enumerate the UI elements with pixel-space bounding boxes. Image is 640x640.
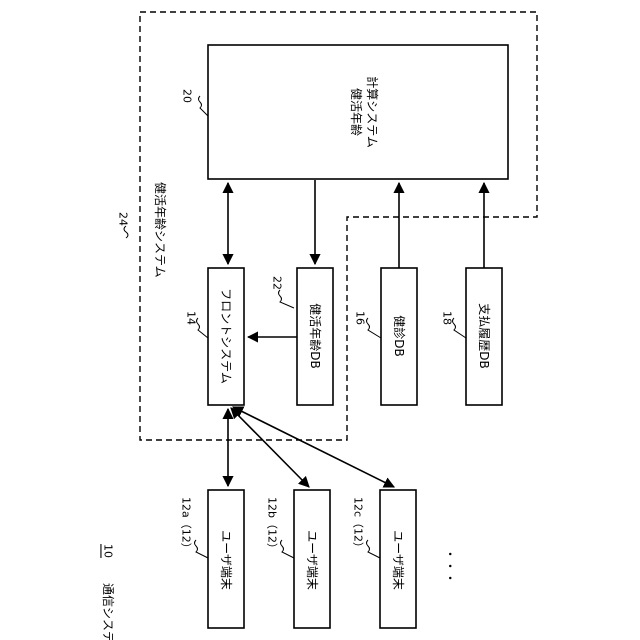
health-system-ref-leader bbox=[124, 226, 128, 238]
payment-db-ref-leader bbox=[453, 318, 467, 338]
health-age-db-label: 健活年齢DB bbox=[308, 303, 323, 368]
calc-system-ref-leader bbox=[199, 96, 209, 116]
calc-system-label-1: 健活年齢 bbox=[349, 88, 364, 136]
health-system-ref: 24 bbox=[117, 212, 130, 226]
communication-system-ref: 10 bbox=[102, 544, 115, 558]
health-age-db-ref-leader bbox=[279, 290, 295, 308]
user-terminal-a-label: ユーザ端末 bbox=[219, 530, 233, 590]
health-system-label: 健活年齢システム bbox=[153, 182, 168, 278]
user-terminal-c-ref-leader bbox=[367, 540, 381, 558]
user-terminal-c-ref: 12c（12） bbox=[352, 497, 365, 553]
user-terminal-b-ref-leader bbox=[281, 540, 295, 558]
calc-system-label-2: 計算システム bbox=[365, 76, 380, 148]
communication-system-label: 通信システム bbox=[101, 583, 115, 640]
health-age-db-ref: 22 bbox=[271, 276, 284, 290]
user-terminal-c-label: ユーザ端末 bbox=[391, 530, 405, 590]
front-user-c-connector bbox=[233, 407, 394, 487]
payment-db-label: 支払履歴DB bbox=[477, 303, 491, 368]
checkup-db-ref: 16 bbox=[354, 311, 367, 325]
user-terminal-a-ref: 12a（12） bbox=[180, 497, 193, 554]
front-user-b-connector bbox=[231, 408, 309, 487]
user-terminal-b-ref: 12b（12） bbox=[266, 497, 279, 554]
checkup-db-label: 健診DB bbox=[392, 315, 407, 356]
front-system-ref: 14 bbox=[185, 311, 198, 325]
user-terminal-a-ref-leader bbox=[195, 540, 209, 558]
more-terminals-ellipsis: ・・・ bbox=[443, 548, 457, 584]
front-system-label: フロントシステム bbox=[219, 288, 233, 384]
calc-system-ref: 20 bbox=[181, 89, 194, 103]
checkup-db-ref-leader bbox=[367, 318, 382, 338]
user-terminal-b-label: ユーザ端末 bbox=[305, 530, 319, 590]
payment-db-ref: 18 bbox=[441, 311, 454, 325]
